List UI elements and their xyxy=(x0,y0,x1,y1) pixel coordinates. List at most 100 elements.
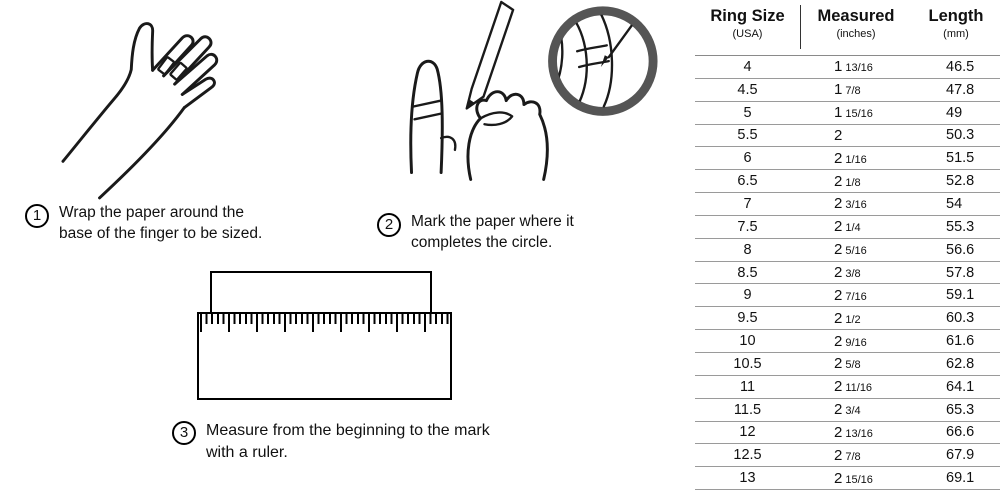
measured-whole: 2 xyxy=(834,355,843,373)
table-header: Ring Size (USA) Measured (inches) Length… xyxy=(695,0,1000,56)
measured-whole: 2 xyxy=(834,195,843,213)
measured-fraction: 3/4 xyxy=(845,405,861,418)
cell-ring-size: 6 xyxy=(743,150,752,167)
cell-length-mm: 54 xyxy=(946,195,963,212)
paper-band-icon xyxy=(412,99,444,121)
measured-fraction: 13/16 xyxy=(845,62,873,75)
measured-whole: 1 xyxy=(834,104,843,122)
step-1-number-badge: 1 xyxy=(25,204,49,228)
step-3-caption: 3 Measure from the beginning to the mark… xyxy=(172,420,502,463)
column-subheader-mm: (mm) xyxy=(943,28,969,40)
ruler-ticks-icon xyxy=(200,314,450,332)
measured-whole: 2 xyxy=(834,469,843,487)
cell-length-mm: 57.8 xyxy=(946,264,975,281)
cell-ring-size: 11.5 xyxy=(733,401,762,418)
measured-whole: 1 xyxy=(834,58,843,76)
cell-ring-size: 7.5 xyxy=(737,218,758,235)
step-2-text: Mark the paper where it completes the ci… xyxy=(411,213,574,251)
cell-ring-size: 4 xyxy=(743,58,752,75)
cell-ring-size: 8.5 xyxy=(737,264,758,281)
cell-ring-size: 12 xyxy=(739,424,756,441)
cell-length-mm: 50.3 xyxy=(946,127,975,144)
measured-fraction: 5/16 xyxy=(845,245,867,258)
cell-length-mm: 62.8 xyxy=(946,355,975,372)
cell-length-mm: 46.5 xyxy=(946,58,975,75)
cell-ring-size: 8 xyxy=(743,241,752,258)
measured-fraction: 5/8 xyxy=(845,359,861,372)
step-3-number-badge: 3 xyxy=(172,421,196,445)
cell-length-mm: 64.1 xyxy=(946,378,975,395)
cell-length-mm: 55.3 xyxy=(946,218,975,235)
measured-fraction: 1/2 xyxy=(845,313,861,326)
measured-fraction: 7/8 xyxy=(845,85,861,98)
marking-hands-illustration xyxy=(409,0,658,181)
measured-whole: 2 xyxy=(834,172,843,190)
column-subheader-usa: (USA) xyxy=(732,28,763,40)
cell-ring-size: 10 xyxy=(739,333,756,350)
cell-ring-size: 5.5 xyxy=(737,127,758,144)
measured-whole: 2 xyxy=(834,264,843,282)
column-header-ring-size: Ring Size xyxy=(710,7,785,25)
measured-fraction: 3/16 xyxy=(845,199,867,212)
measured-fraction: 15/16 xyxy=(845,108,873,121)
measured-fraction: 11/16 xyxy=(845,382,873,395)
table-row: 5.5 2 50.3 xyxy=(695,125,1000,148)
cell-length-mm: 65.3 xyxy=(946,401,975,418)
cell-length-mm: 67.9 xyxy=(946,447,975,464)
measured-fraction: 7/16 xyxy=(845,290,867,303)
measured-fraction: 15/16 xyxy=(845,473,873,486)
measured-whole: 2 xyxy=(834,423,843,441)
step-1-text: Wrap the paper around the base of the fi… xyxy=(59,204,263,242)
measured-whole: 2 xyxy=(834,378,843,396)
column-header-measured: Measured xyxy=(817,7,895,25)
step-3-text: Measure from the beginning to the mark w… xyxy=(206,422,490,461)
measured-whole: 2 xyxy=(834,332,843,350)
measured-fraction: 1/8 xyxy=(845,176,861,189)
cell-ring-size: 12.5 xyxy=(733,447,762,464)
measured-fraction: 13/16 xyxy=(845,427,873,440)
paper-tab-icon xyxy=(169,61,188,81)
step-2-caption: 2 Mark the paper where it completes the … xyxy=(377,212,612,254)
measured-whole: 2 xyxy=(834,401,843,419)
cell-ring-size: 6.5 xyxy=(737,173,758,190)
measured-fraction: 1/4 xyxy=(845,222,861,235)
cell-ring-size: 7 xyxy=(743,195,752,212)
ring-size-table: Ring Size (USA) Measured (inches) Length… xyxy=(695,0,1000,500)
paper-strip-illustration xyxy=(210,271,432,314)
measured-whole: 2 xyxy=(834,241,843,259)
cell-measured: 2 xyxy=(800,127,912,144)
measured-fraction: 1/16 xyxy=(845,153,867,166)
cell-length-mm: 66.6 xyxy=(946,424,975,441)
measured-whole: 2 xyxy=(834,309,843,327)
column-header-length: Length xyxy=(928,7,984,25)
cell-length-mm: 56.6 xyxy=(946,241,975,258)
cell-length-mm: 61.6 xyxy=(946,333,975,350)
pencil-icon xyxy=(465,0,515,110)
measured-whole: 2 xyxy=(834,446,843,464)
measured-whole: 1 xyxy=(834,81,843,99)
